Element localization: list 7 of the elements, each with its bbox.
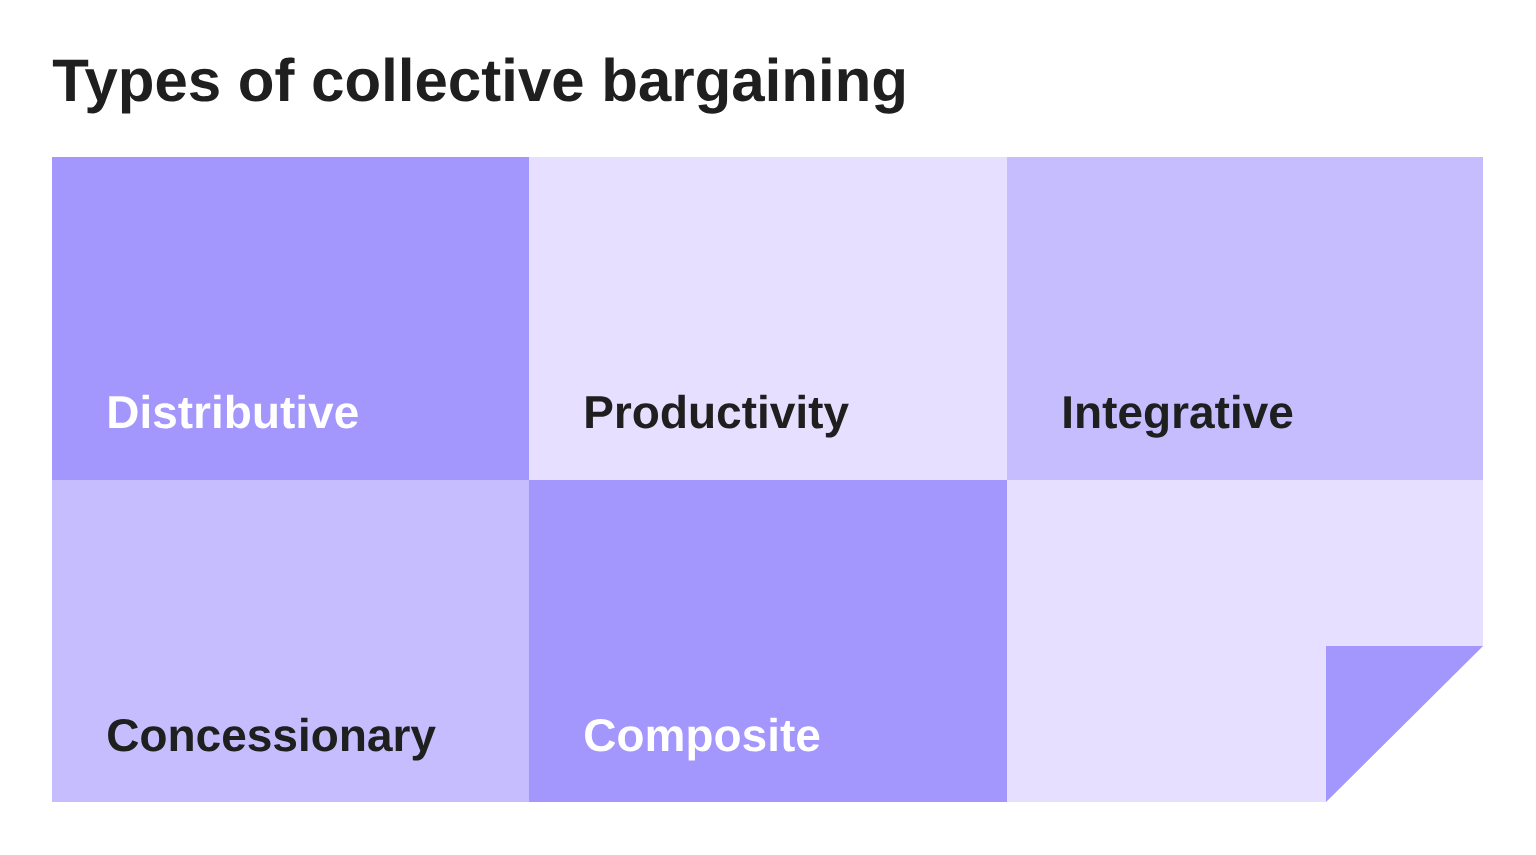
cell: Concessionary bbox=[52, 480, 529, 802]
cell: Integrative bbox=[1007, 157, 1483, 480]
cell: Productivity bbox=[529, 157, 1007, 480]
title: Types of collective bargaining bbox=[52, 57, 904, 114]
cell: Composite bbox=[529, 480, 1007, 802]
cell: Distributive bbox=[52, 157, 529, 480]
folded-corner-cell bbox=[1007, 480, 1483, 802]
